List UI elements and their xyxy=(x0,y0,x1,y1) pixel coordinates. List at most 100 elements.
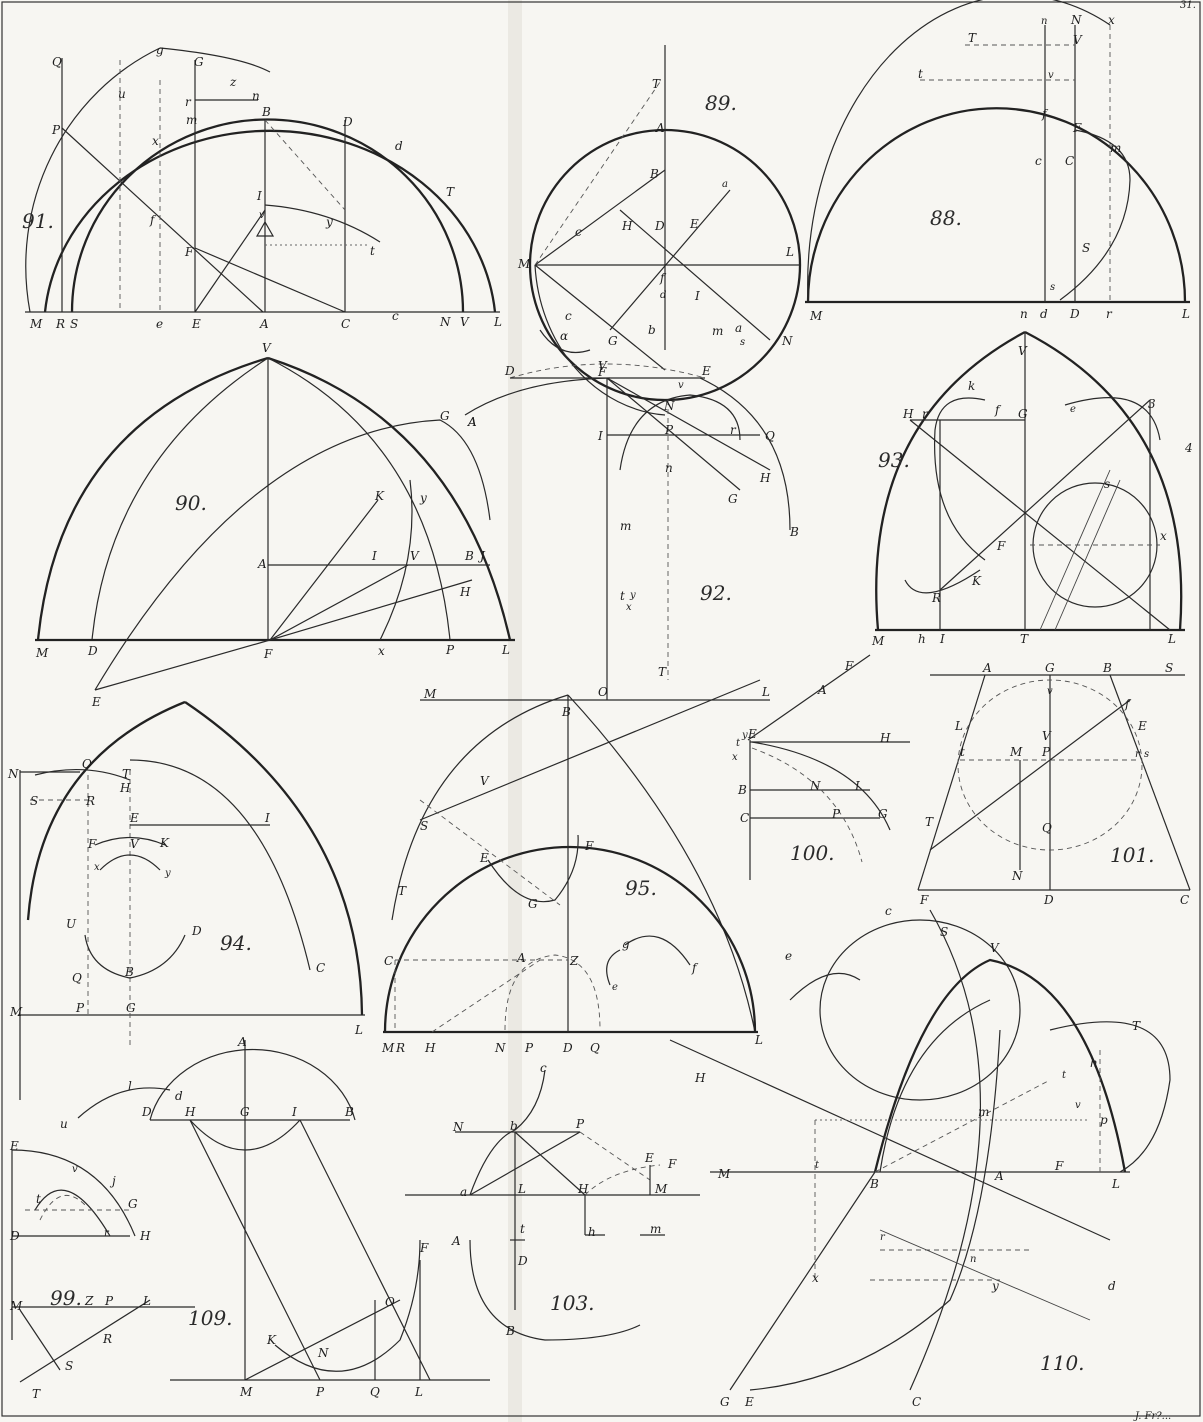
svg-text:D: D xyxy=(1043,893,1054,907)
svg-text:H: H xyxy=(879,731,891,745)
fig92-dashed-arc xyxy=(509,363,706,379)
svg-text:N: N xyxy=(1011,869,1023,883)
svg-text:M: M xyxy=(717,1167,731,1181)
svg-text:v: v xyxy=(72,1164,78,1175)
fig93-left-arch xyxy=(875,330,1026,631)
svg-text:F: F xyxy=(1054,1159,1064,1173)
svg-text:e: e xyxy=(785,949,792,963)
svg-text:b: b xyxy=(510,1119,518,1133)
svg-text:T: T xyxy=(658,665,667,679)
svg-text:d: d xyxy=(1040,307,1048,321)
svg-text:A: A xyxy=(655,121,665,135)
svg-text:F: F xyxy=(584,839,594,853)
svg-text:H: H xyxy=(139,1229,151,1243)
svg-text:N: N xyxy=(781,334,793,348)
svg-text:t: t xyxy=(960,745,965,759)
fig88-outer-arch xyxy=(807,0,1111,303)
svg-text:v: v xyxy=(1075,1100,1081,1111)
svg-text:A: A xyxy=(817,683,827,697)
svg-text:I: I xyxy=(939,632,945,646)
svg-text:E: E xyxy=(747,727,757,741)
fig88-inner-arch xyxy=(806,107,1187,303)
svg-text:B: B xyxy=(869,1177,879,1191)
svg-text:x: x xyxy=(626,602,632,613)
svg-text:L: L xyxy=(414,1385,423,1399)
svg-text:O: O xyxy=(598,685,608,699)
fig93-right-arch xyxy=(1024,330,1183,631)
fig92-number: 92. xyxy=(700,581,732,605)
svg-text:R: R xyxy=(931,591,941,605)
svg-text:H: H xyxy=(424,1041,436,1055)
svg-text:L: L xyxy=(493,315,502,329)
svg-text:V: V xyxy=(130,837,140,851)
svg-text:M: M xyxy=(9,1299,23,1313)
svg-text:M: M xyxy=(517,257,531,271)
svg-text:H: H xyxy=(577,1182,589,1196)
svg-text:G: G xyxy=(128,1197,138,1211)
svg-text:D: D xyxy=(342,115,353,129)
svg-text:Z: Z xyxy=(569,954,579,968)
svg-text:t: t xyxy=(36,1192,41,1206)
svg-text:F: F xyxy=(597,365,607,379)
svg-text:h: h xyxy=(588,1225,596,1239)
svg-text:G: G xyxy=(126,1001,136,1015)
svg-text:x: x xyxy=(94,862,100,873)
svg-text:Q: Q xyxy=(1042,821,1052,835)
fig103-number: 103. xyxy=(550,1291,595,1315)
svg-text:N: N xyxy=(809,779,821,793)
svg-text:G: G xyxy=(240,1105,250,1119)
fig94-right-arch xyxy=(184,701,364,1016)
svg-text:y: y xyxy=(629,590,636,601)
svg-text:B: B xyxy=(561,705,571,719)
svg-text:P: P xyxy=(664,423,674,437)
svg-text:z: z xyxy=(229,75,237,89)
svg-text:U: U xyxy=(66,917,77,931)
svg-text:T: T xyxy=(122,767,131,781)
svg-text:B: B xyxy=(261,105,271,119)
svg-text:r: r xyxy=(730,423,737,437)
svg-text:L: L xyxy=(954,719,963,733)
svg-text:D: D xyxy=(87,644,98,658)
svg-text:L: L xyxy=(517,1182,526,1196)
svg-text:b: b xyxy=(648,323,656,337)
svg-text:G: G xyxy=(528,897,538,911)
svg-text:C: C xyxy=(316,961,325,975)
svg-text:B: B xyxy=(1102,661,1112,675)
svg-text:f: f xyxy=(1124,697,1132,711)
svg-text:d: d xyxy=(175,1089,183,1103)
svg-text:L: L xyxy=(1181,307,1190,321)
svg-text:h: h xyxy=(918,632,926,646)
svg-text:M: M xyxy=(35,646,49,660)
svg-text:E: E xyxy=(9,1139,19,1153)
svg-text:g: g xyxy=(622,937,630,951)
svg-text:r: r xyxy=(104,1228,110,1239)
fig91-left-curve xyxy=(25,47,161,313)
fig100-number: 100. xyxy=(790,841,835,865)
svg-text:A: A xyxy=(467,415,477,429)
svg-text:F: F xyxy=(87,837,97,851)
svg-text:G: G xyxy=(608,334,618,348)
fig99-top-arc xyxy=(77,1087,171,1119)
svg-text:F: F xyxy=(996,539,1006,553)
svg-text:x: x xyxy=(1108,13,1115,27)
svg-text:x: x xyxy=(812,1271,819,1285)
svg-text:y: y xyxy=(325,215,333,229)
svg-text:t: t xyxy=(370,244,375,258)
svg-text:G: G xyxy=(440,409,450,423)
svg-text:K: K xyxy=(266,1333,277,1347)
fig94-left-arch xyxy=(26,700,186,921)
svg-text:F: F xyxy=(1072,121,1082,135)
svg-text:V: V xyxy=(262,341,272,355)
svg-text:f: f xyxy=(1041,107,1049,121)
svg-text:N: N xyxy=(663,399,675,413)
svg-text:K: K xyxy=(374,489,385,503)
fig95-right-arch xyxy=(567,694,756,1033)
svg-text:u: u xyxy=(118,87,126,101)
svg-text:H: H xyxy=(902,407,914,421)
